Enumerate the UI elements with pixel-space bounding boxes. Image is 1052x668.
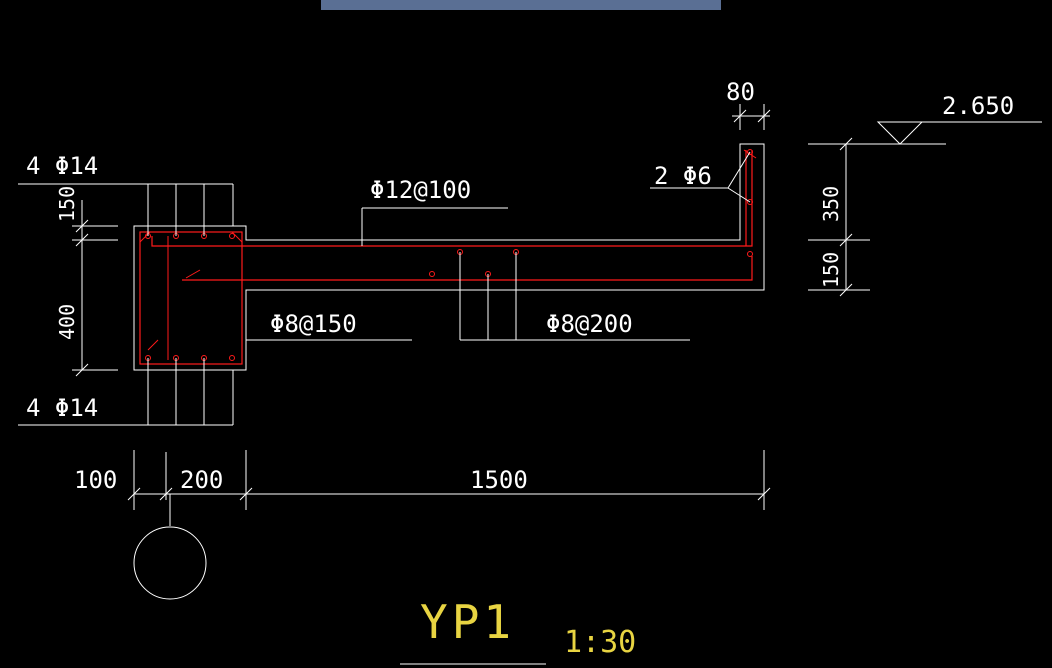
slab-distribution-label: Φ8@200 [546,310,633,338]
slab-thickness-dimension: 150 [819,252,843,288]
beam-stirrup-label: Φ8@150 [270,310,357,338]
cantilever-length-dimension: 1500 [470,466,528,494]
bottom-bars-label: 4 Φ14 [26,394,98,422]
leader-lines [18,151,751,426]
beam-depth-dimension: 400 [55,304,79,340]
elevation-label: 2.650 [942,92,1014,120]
drawing-scale: 1:30 [564,625,636,660]
beam-width-dimension: 200 [180,466,223,494]
top-bars-label: 4 Φ14 [26,152,98,180]
slab-top-rebar-label: Φ12@100 [370,176,471,204]
offset-dimension: 100 [74,466,117,494]
upturn-thickness-dimension: 80 [726,78,755,106]
concrete-outline [133,143,765,371]
beam-top-offset-dimension: 150 [55,186,79,222]
upturn-height-dimension: 350 [819,186,843,222]
dimension-lines [72,104,1042,665]
drawing-title: YP1 [420,595,515,649]
upturn-bars-label: 2 Φ6 [654,162,712,190]
window-top-bar [321,0,721,10]
